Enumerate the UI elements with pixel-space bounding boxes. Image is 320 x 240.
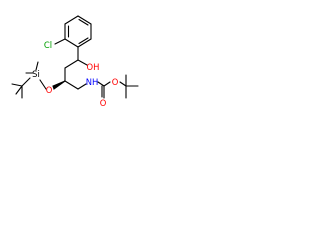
carbonyl-oxygen-label: O <box>100 98 107 108</box>
carbon-chain <box>64 46 79 90</box>
bond-carbinol-hydroxyl <box>77 59 88 66</box>
amine-nitrogen-label: NH <box>86 77 99 87</box>
bond-ring-chlorine <box>54 38 66 45</box>
silicon-label: Si <box>32 69 40 79</box>
silyl-ether-oxygen-label: O <box>46 85 53 95</box>
boc-group <box>97 74 139 99</box>
molecule-structure: Cl OH O Si NH O O <box>11 15 139 108</box>
bond-oxygen-silicon <box>39 79 47 90</box>
wedge-bond-oxygen <box>52 80 66 90</box>
benzene-ring <box>64 15 92 48</box>
bond-carbon-nitrogen <box>77 83 87 90</box>
hydroxyl-label: OH <box>87 62 100 72</box>
carbamate-oxygen-label: O <box>112 77 119 87</box>
silyl-substituents <box>11 61 39 99</box>
chlorine-label: Cl <box>44 40 52 50</box>
